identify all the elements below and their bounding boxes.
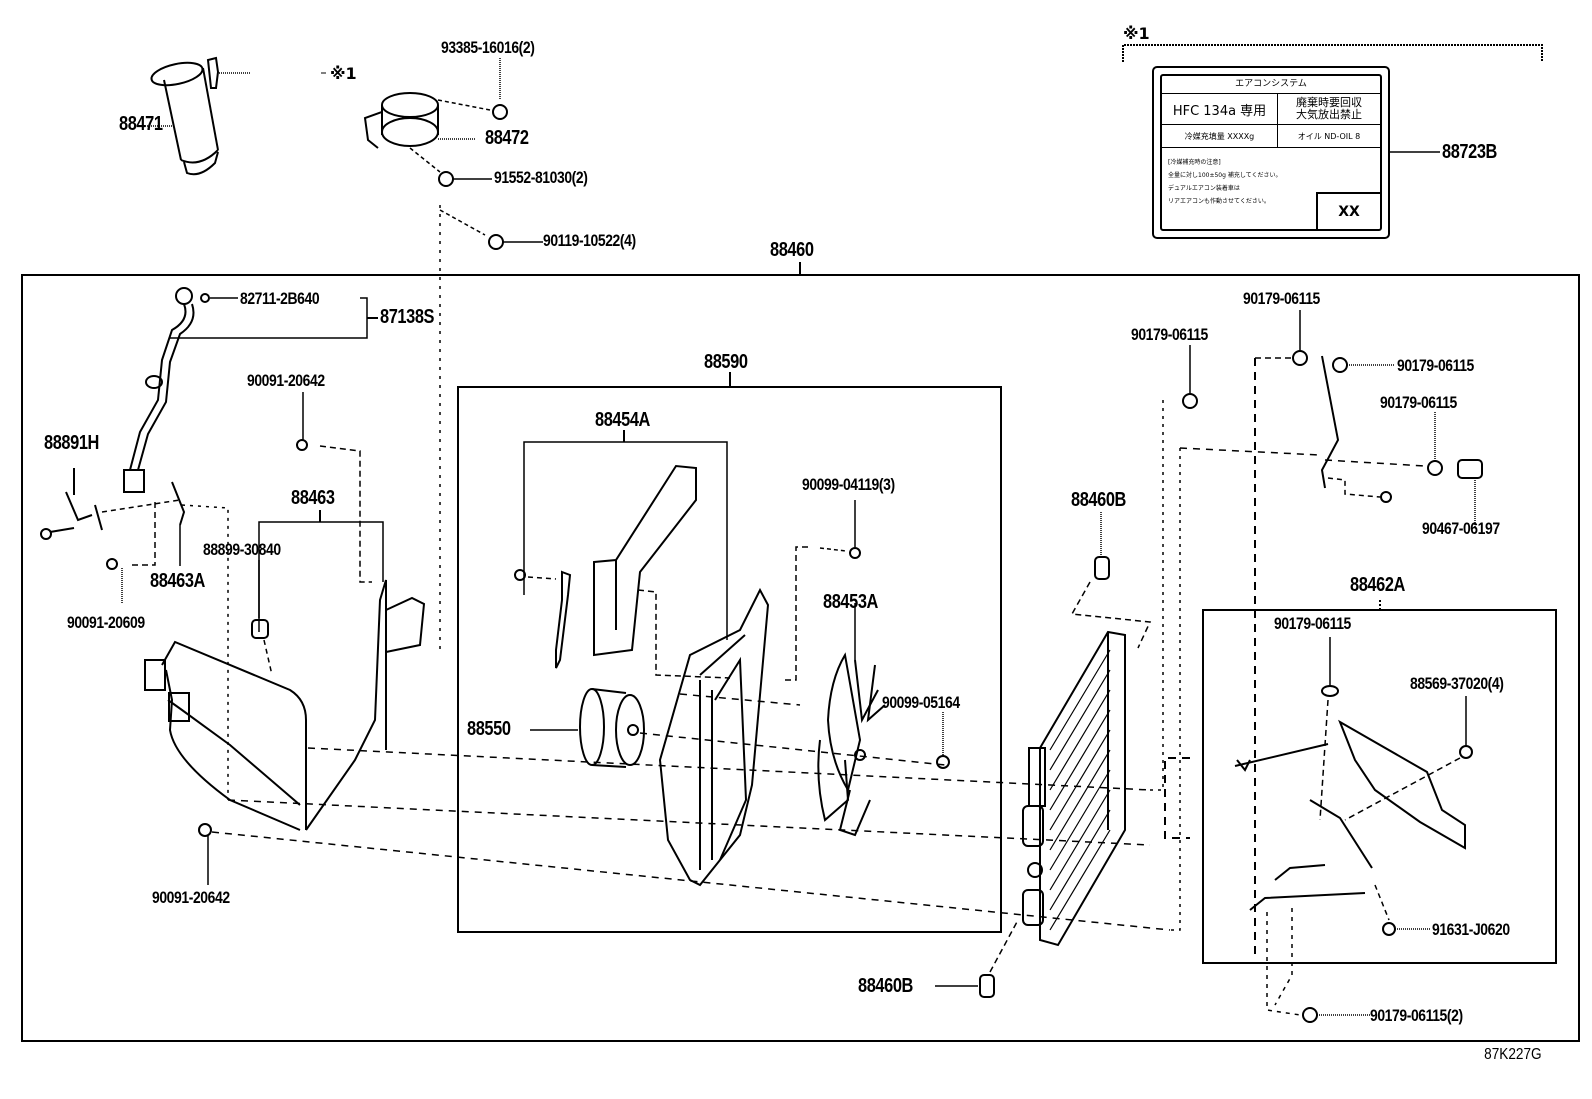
part-label-90091-20642-top[interactable]: 90091-20642 [247,371,325,390]
part-label-90467-06197[interactable]: 90467-06197 [1422,519,1500,538]
caution-label-card: エアコンシステム HFC 134a 専用 廃棄時要回収 大気放出禁止 冷媒充填量… [1152,66,1390,239]
part-label-82711-2B640[interactable]: 82711-2B640 [240,289,320,308]
fan-motor-drawing [579,688,645,768]
part-label-88569-37020[interactable]: 88569-37020(4) [1410,674,1504,693]
part-label-90179-06115-f[interactable]: 90179-06115(2) [1370,1006,1463,1025]
note-marker-label: ※1 [1123,24,1150,43]
part-label-90099-04119[interactable]: 90099-04119(3) [802,475,895,494]
part-label-88723B[interactable]: 88723B [1442,141,1497,163]
part-label-90179-06115-a[interactable]: 90179-06115 [1131,325,1208,344]
card-oil: オイル ND-OIL 8 [1297,131,1361,141]
assembly-label-88590[interactable]: 88590 [704,351,748,373]
assembly-label-88454A[interactable]: 88454A [595,409,650,431]
fan-blade-drawing [817,652,886,837]
dryer-bracket-drawing [363,92,439,149]
card-notes: [冷媒補充時の注意] 全量に対し100±50g 補充してください。 デュアルエア… [1168,156,1281,208]
assembly-label-88463[interactable]: 88463 [291,487,335,509]
part-label-90179-06115-b[interactable]: 90179-06115 [1243,289,1320,308]
card-box-value: XX [1316,192,1380,229]
part-label-88453A[interactable]: 88453A [823,591,878,613]
condenser-bracket-drawing [144,579,426,831]
part-label-88472[interactable]: 88472 [485,127,529,149]
receiver-dryer-drawing [150,61,219,176]
note-marker: ※1 [330,64,357,83]
assembly-label-87138S[interactable]: 87138S [380,306,435,328]
fan-shroud-drawing [658,587,770,887]
condenser-drawing [1022,630,1126,947]
part-label-90091-20642-bottom[interactable]: 90091-20642 [152,888,230,907]
part-label-88463A[interactable]: 88463A [150,570,205,592]
card-note-line: リアエアコンも作動させてください。 [1168,198,1270,205]
part-label-88460B-top[interactable]: 88460B [1071,489,1126,511]
part-label-88550[interactable]: 88550 [467,718,511,740]
assembly-label-88460[interactable]: 88460 [770,239,814,261]
part-label-90091-20609[interactable]: 90091-20609 [67,613,145,632]
part-label-91552-81030[interactable]: 91552-81030(2) [494,168,588,187]
card-note-line: [冷媒補充時の注意] [1168,159,1221,166]
diagram-code: 87K227G [1484,1046,1542,1063]
part-label-90099-05164[interactable]: 90099-05164 [882,693,960,712]
card-note-line: デュアルエアコン装着車は [1168,185,1240,192]
card-charge: 冷媒充填量 XXXXg [1162,125,1278,147]
part-label-88471[interactable]: 88471 [119,113,163,135]
part-label-93385-16016[interactable]: 93385-16016(2) [441,38,535,57]
card-warning-2: 大気放出禁止 [1296,108,1362,121]
part-label-90179-06115-e[interactable]: 90179-06115 [1274,614,1351,633]
part-label-91631-J0620[interactable]: 91631-J0620 [1432,920,1510,939]
pressure-hose-drawing [123,287,210,493]
card-refrigerant: HFC 134a 専用 [1162,94,1278,124]
part-label-90119-10522[interactable]: 90119-10522(4) [543,231,636,250]
part-label-88899-30840[interactable]: 88899-30840 [203,540,281,559]
card-title: エアコンシステム [1162,76,1380,94]
part-label-88891H[interactable]: 88891H [44,432,99,454]
assembly-frame-88590 [457,386,1002,933]
part-label-90179-06115-c[interactable]: 90179-06115 [1397,356,1474,375]
assembly-label-88462A[interactable]: 88462A [1350,574,1405,596]
part-label-88460B-bottom[interactable]: 88460B [858,975,913,997]
air-seal-drawing [1234,719,1466,911]
card-warning-1: 廃棄時要回収 [1296,96,1362,109]
part-label-90179-06115-d[interactable]: 90179-06115 [1380,393,1457,412]
card-note-line: 全量に対し100±50g 補充してください。 [1168,172,1282,179]
